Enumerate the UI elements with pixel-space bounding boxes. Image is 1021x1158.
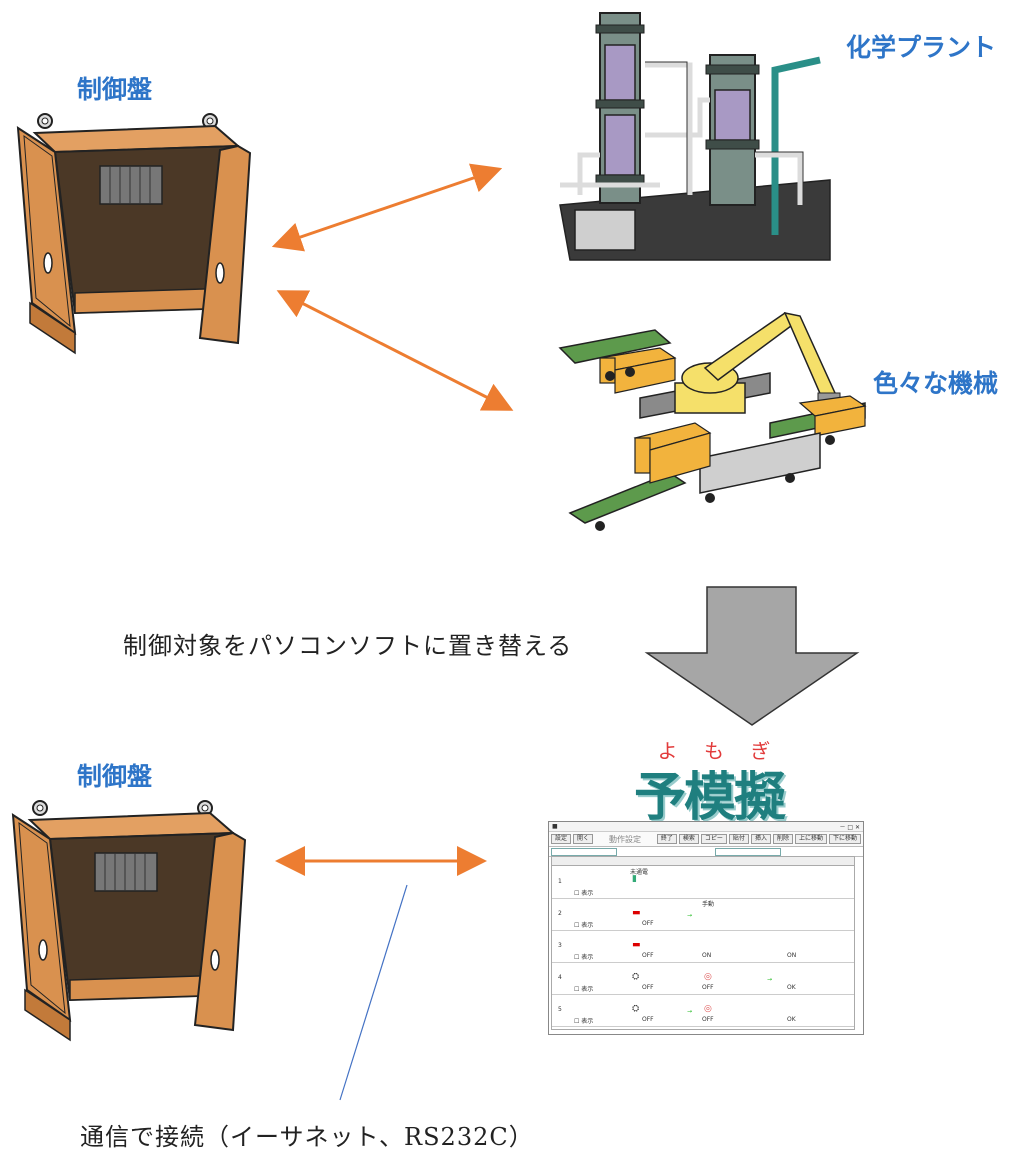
grid-row[interactable]: 2 ☐ 表示 ▬ OFF → 手動	[552, 898, 854, 931]
row-status: 未通電	[630, 869, 649, 876]
row-check-label: 表示	[581, 890, 594, 897]
toolbar-button-3[interactable]: コピー	[700, 834, 727, 844]
toolbar-button-7[interactable]: 上に移動	[794, 834, 827, 844]
row-checkbox[interactable]: ☐ 表示	[574, 890, 594, 897]
grid-row[interactable]: 5 ☐ 表示 ⛭ OFF → ◎ OFF OK	[552, 994, 854, 1027]
row-check-label: 表示	[581, 1018, 594, 1025]
control-cabinet-bottom	[11, 800, 247, 1042]
row-check-label: 表示	[581, 922, 594, 929]
row-red-icon: ▬	[632, 940, 641, 950]
row-check-label: 表示	[581, 986, 594, 993]
grid-header	[552, 857, 854, 866]
row-status: OFF	[642, 920, 654, 927]
window-app-icon: ■	[552, 823, 558, 830]
chemical-plant-illustration	[559, 12, 831, 261]
row-checkbox[interactable]: ☐ 表示	[574, 954, 594, 961]
row-number: 4	[558, 974, 562, 981]
row-pump-icon: ◎	[704, 972, 712, 982]
row-valve-icon: ⛭	[632, 972, 640, 982]
row-status: OFF	[642, 1016, 654, 1023]
logo-furigana: よ も ぎ	[657, 739, 781, 763]
grid-row[interactable]: 3 ☐ 表示 ▬ OFF ON ON	[552, 930, 854, 963]
row-number: 5	[558, 1006, 562, 1013]
window-field-1[interactable]	[551, 847, 617, 856]
row-icon: ▮	[632, 874, 637, 884]
row-status: OFF	[642, 952, 654, 959]
row-number: 3	[558, 942, 562, 949]
grid-row[interactable]: 4 ☐ 表示 ⛭ OFF ◎ OFF → OK	[552, 962, 854, 995]
row-status: OFF	[642, 984, 654, 991]
software-window-screenshot: ■ － □ ✕ 設定 開く 動作設定 終了 検索 コピー 貼付 挿入 削除 上に…	[548, 821, 864, 1035]
row-value: 手動	[702, 901, 715, 908]
window-controls: － □ ✕	[839, 824, 860, 831]
machines-illustration	[558, 311, 867, 531]
row-red-icon: ▬	[632, 908, 641, 918]
row-valve-icon: ⛭	[632, 1004, 640, 1014]
row-checkbox[interactable]: ☐ 表示	[574, 1018, 594, 1025]
window-title: 動作設定	[608, 834, 641, 844]
row-pump-icon: ◎	[704, 1004, 712, 1014]
yomogi-logo: よ も ぎ 予模擬	[609, 735, 819, 828]
toolbar-button-2[interactable]: 検索	[678, 834, 699, 844]
toolbar-button-8[interactable]: 下に移動	[828, 834, 861, 844]
replace-caption: 制御対象をパソコンソフトに置き替える	[123, 632, 573, 660]
row-value: ON	[702, 952, 712, 959]
toolbar-button-5[interactable]: 挿入	[750, 834, 771, 844]
row-value: OFF	[702, 1016, 714, 1023]
toolbar-button-4[interactable]: 貼付	[728, 834, 749, 844]
window-toolbar: 設定 開く 動作設定 終了 検索 コピー 貼付 挿入 削除 上に移動 下に移動	[549, 832, 863, 847]
row-number: 1	[558, 878, 562, 885]
row-checkbox[interactable]: ☐ 表示	[574, 986, 594, 993]
control-panel-label-top: 制御盤	[77, 75, 153, 104]
toolbar-left-button-1[interactable]: 設定	[551, 834, 572, 844]
row-value: OFF	[702, 984, 714, 991]
row-number: 2	[558, 910, 562, 917]
control-cabinet-top	[16, 113, 252, 355]
logo-main: 予模擬	[633, 768, 786, 828]
toolbar-button-6[interactable]: 削除	[772, 834, 793, 844]
toolbar-left-button-2[interactable]: 開く	[573, 834, 594, 844]
machines-label: 色々な機械	[873, 369, 999, 398]
row-checkbox[interactable]: ☐ 表示	[574, 922, 594, 929]
window-field-2[interactable]	[715, 847, 781, 856]
grid-row[interactable]: 1 ☐ 表示 ▮ 未通電	[552, 866, 854, 899]
control-panel-label-bottom: 制御盤	[77, 762, 153, 791]
toolbar-button-1[interactable]: 終了	[656, 834, 677, 844]
row-value-g: OK	[787, 984, 796, 991]
window-titlebar: ■ － □ ✕	[549, 822, 863, 832]
row-arrow: →	[687, 912, 693, 919]
row-arrow: →	[687, 1008, 693, 1015]
row-check-label: 表示	[581, 954, 594, 961]
window-grid: 1 ☐ 表示 ▮ 未通電 2 ☐ 表示 ▬ OFF → 手動 3 ☐ 表示 ▬ …	[551, 856, 855, 1030]
connection-caption: 通信で接続（イーサネット、RS232C）	[80, 1123, 534, 1151]
row-value-g: ON	[787, 952, 797, 959]
row-arrow: →	[767, 976, 773, 983]
row-value-g: OK	[787, 1016, 796, 1023]
chemical-plant-label: 化学プラント	[846, 33, 997, 62]
